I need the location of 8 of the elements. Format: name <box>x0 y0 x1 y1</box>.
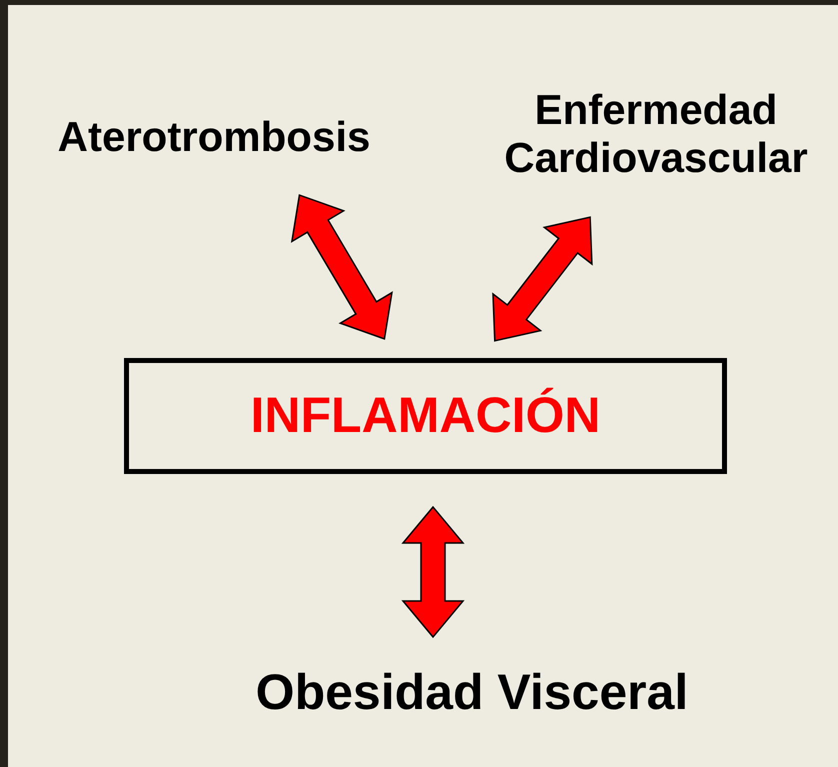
double-arrow <box>290 194 393 340</box>
node-label: Obesidad Visceral <box>256 664 688 722</box>
box-title: INFLAMACIÓN <box>250 387 600 445</box>
process-box <box>124 358 727 474</box>
double-arrow <box>492 216 593 342</box>
double-arrow <box>401 506 465 638</box>
node-label: Aterotrombosis <box>58 112 370 162</box>
node-label: Enfermedad Cardiovascular <box>503 86 809 182</box>
